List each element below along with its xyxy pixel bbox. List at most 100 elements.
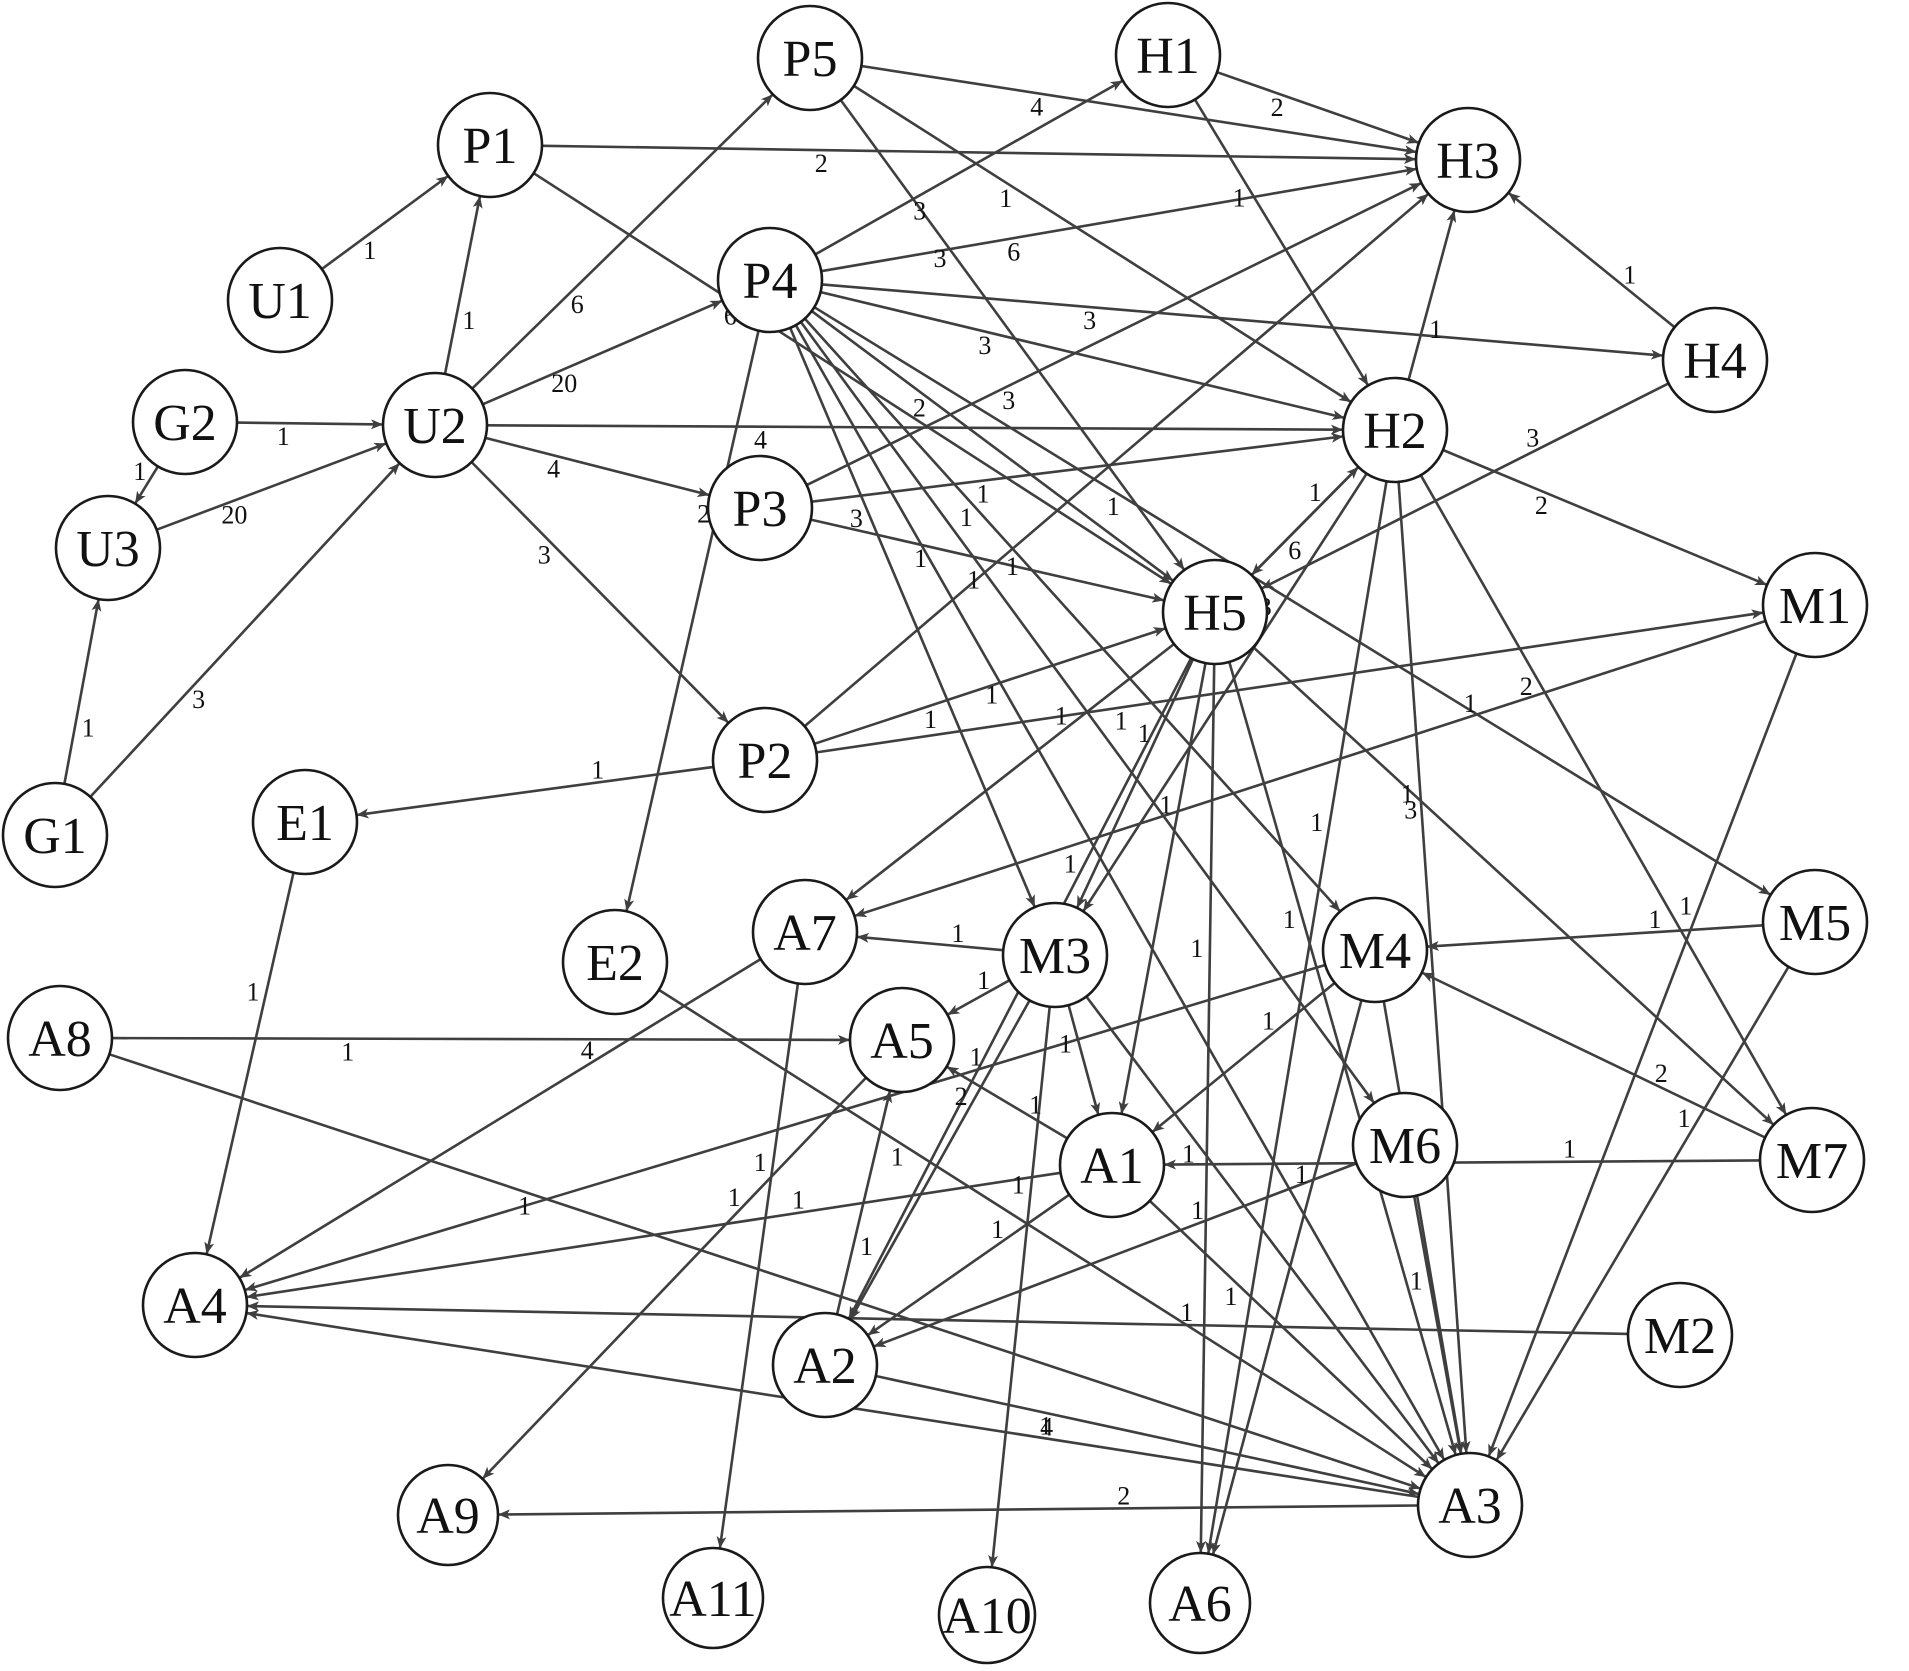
edge-u1-to-p1: [321, 175, 449, 271]
node-p4: P4: [716, 226, 824, 334]
node-circle: [716, 226, 824, 334]
edge-label-h5-to-a3: 1: [1283, 905, 1296, 934]
node-circle: [6, 984, 114, 1092]
edge-label-a7-to-a4: 4: [581, 1036, 594, 1065]
edge-label-h2-to-h3: 1: [1429, 315, 1442, 344]
node-m2: M2: [1626, 1281, 1734, 1389]
edge-p4-to-e2: [624, 330, 760, 912]
node-label: H4: [1683, 333, 1747, 390]
edge-label-u2-to-p4: 20: [551, 369, 577, 398]
node-circle: [848, 986, 956, 1094]
edge-label-u1-to-p1: 1: [363, 236, 376, 265]
edge-label-h5-to-m3: 1: [1138, 719, 1151, 748]
edge-label-m3-to-a2: 2: [955, 1082, 968, 1111]
edge-label-a1-to-a3: 1: [1224, 1282, 1237, 1311]
edge-p5-to-h5: [839, 99, 1185, 571]
edge-label-h4-to-h5: 3: [1526, 423, 1539, 452]
node-p5: P5: [756, 4, 864, 112]
edge-g2-to-u2: [236, 419, 383, 430]
edge-p5-to-h3: [861, 64, 1417, 156]
edge-label-h5-to-a7: 1: [1055, 702, 1068, 731]
node-circle: [561, 908, 669, 1016]
node-label: G2: [153, 395, 217, 452]
edge-label-p2-to-h3: 1: [1006, 552, 1019, 581]
edge-label-m4-to-a1: 1: [1262, 1006, 1275, 1035]
edge-label-p3-to-h2: 1: [977, 480, 990, 509]
edge-label-p5-to-h2: 1: [999, 184, 1012, 213]
node-label: M4: [1339, 923, 1411, 980]
edge-label-h2-to-m7: 2: [1520, 672, 1533, 701]
edge-a7-to-a4: [239, 957, 762, 1279]
edge-label-u3-to-u2: 20: [221, 500, 247, 529]
edge-e1-to-a4: [204, 872, 295, 1255]
edge-h5-to-a6: [1195, 663, 1216, 1553]
edge-label-h1-to-h2: 1: [1233, 184, 1246, 213]
node-label: H5: [1183, 585, 1247, 642]
edge-u3-to-u2: [156, 442, 387, 531]
node-label: A2: [793, 1338, 857, 1395]
edge-a5-to-a9: [482, 1076, 868, 1479]
node-circle: [1161, 558, 1269, 666]
edge-p3-to-h2: [811, 432, 1344, 503]
edge-a7-to-a11: [716, 983, 800, 1549]
node-circle: [1114, 1, 1222, 109]
node-m5: M5: [1761, 868, 1869, 976]
node-h2: H2: [1341, 376, 1449, 484]
node-label: H3: [1436, 133, 1500, 190]
edge-label-m3-to-a7: 1: [951, 919, 964, 948]
node-a1: A1: [1058, 1111, 1166, 1219]
edge-label-m7-to-a1: 1: [1563, 1135, 1576, 1164]
node-a7: A7: [751, 878, 859, 986]
edge-m1-to-a3: [1487, 653, 1798, 1457]
edge-label-a1-to-a5: 1: [1029, 1090, 1042, 1119]
edge-label-p4-to-m5: 1: [1107, 492, 1120, 521]
node-label: P4: [743, 253, 798, 310]
node-label: U1: [248, 273, 312, 330]
edge-label-h4-to-h3: 1: [1623, 260, 1636, 289]
node-a3: A3: [1416, 1451, 1524, 1559]
edge-g1-to-u2: [89, 463, 400, 798]
node-h1: H1: [1114, 1, 1222, 109]
edge-m5-to-a3: [1495, 966, 1790, 1461]
node-circle: [1414, 106, 1522, 214]
node-circle: [1001, 901, 1109, 1009]
node-a11: A11: [661, 1546, 765, 1650]
edge-label-p5-to-h3: 4: [1030, 92, 1043, 121]
node-label: U2: [403, 398, 467, 455]
node-a2: A2: [771, 1311, 879, 1419]
node-circle: [1148, 1551, 1252, 1655]
node-label: M7: [1776, 1133, 1848, 1190]
edge-p5-to-h2: [853, 84, 1352, 403]
node-label: P5: [783, 31, 838, 88]
node-label: A11: [669, 1571, 757, 1628]
node-circle: [131, 368, 239, 476]
edge-label-g2-to-u2: 1: [277, 422, 290, 451]
edge-p4-to-h1: [814, 79, 1123, 256]
node-label: P2: [738, 733, 793, 790]
node-label: E2: [586, 935, 644, 992]
node-e2: E2: [561, 908, 669, 1016]
node-u1: U1: [226, 246, 334, 354]
edge-label-p4-to-h5: 2: [913, 394, 926, 423]
node-a4: A4: [141, 1251, 249, 1359]
node-u2: U2: [381, 371, 489, 479]
edge-label-h5-to-a1: 1: [1159, 791, 1172, 820]
edge-h5-to-a7: [846, 642, 1175, 901]
node-circle: [661, 1546, 765, 1650]
edge-m4-to-a1: [1152, 981, 1336, 1133]
node-label: M2: [1644, 1308, 1716, 1365]
node-circle: [396, 1463, 500, 1567]
node-circle: [436, 91, 544, 199]
edge-p1-to-h5: [532, 172, 1172, 585]
node-a8: A8: [6, 984, 114, 1092]
node-label: M3: [1019, 928, 1091, 985]
edge-h2-to-h3: [1407, 210, 1457, 381]
node-label: U3: [76, 521, 140, 578]
node-circle: [381, 371, 489, 479]
edge-g1-to-u3: [63, 599, 102, 785]
edge-m3-to-a10: [988, 1006, 1051, 1568]
edge-label-p2-to-e1: 1: [591, 755, 604, 784]
edge-u2-to-p3: [485, 436, 710, 498]
node-label: E1: [276, 795, 334, 852]
